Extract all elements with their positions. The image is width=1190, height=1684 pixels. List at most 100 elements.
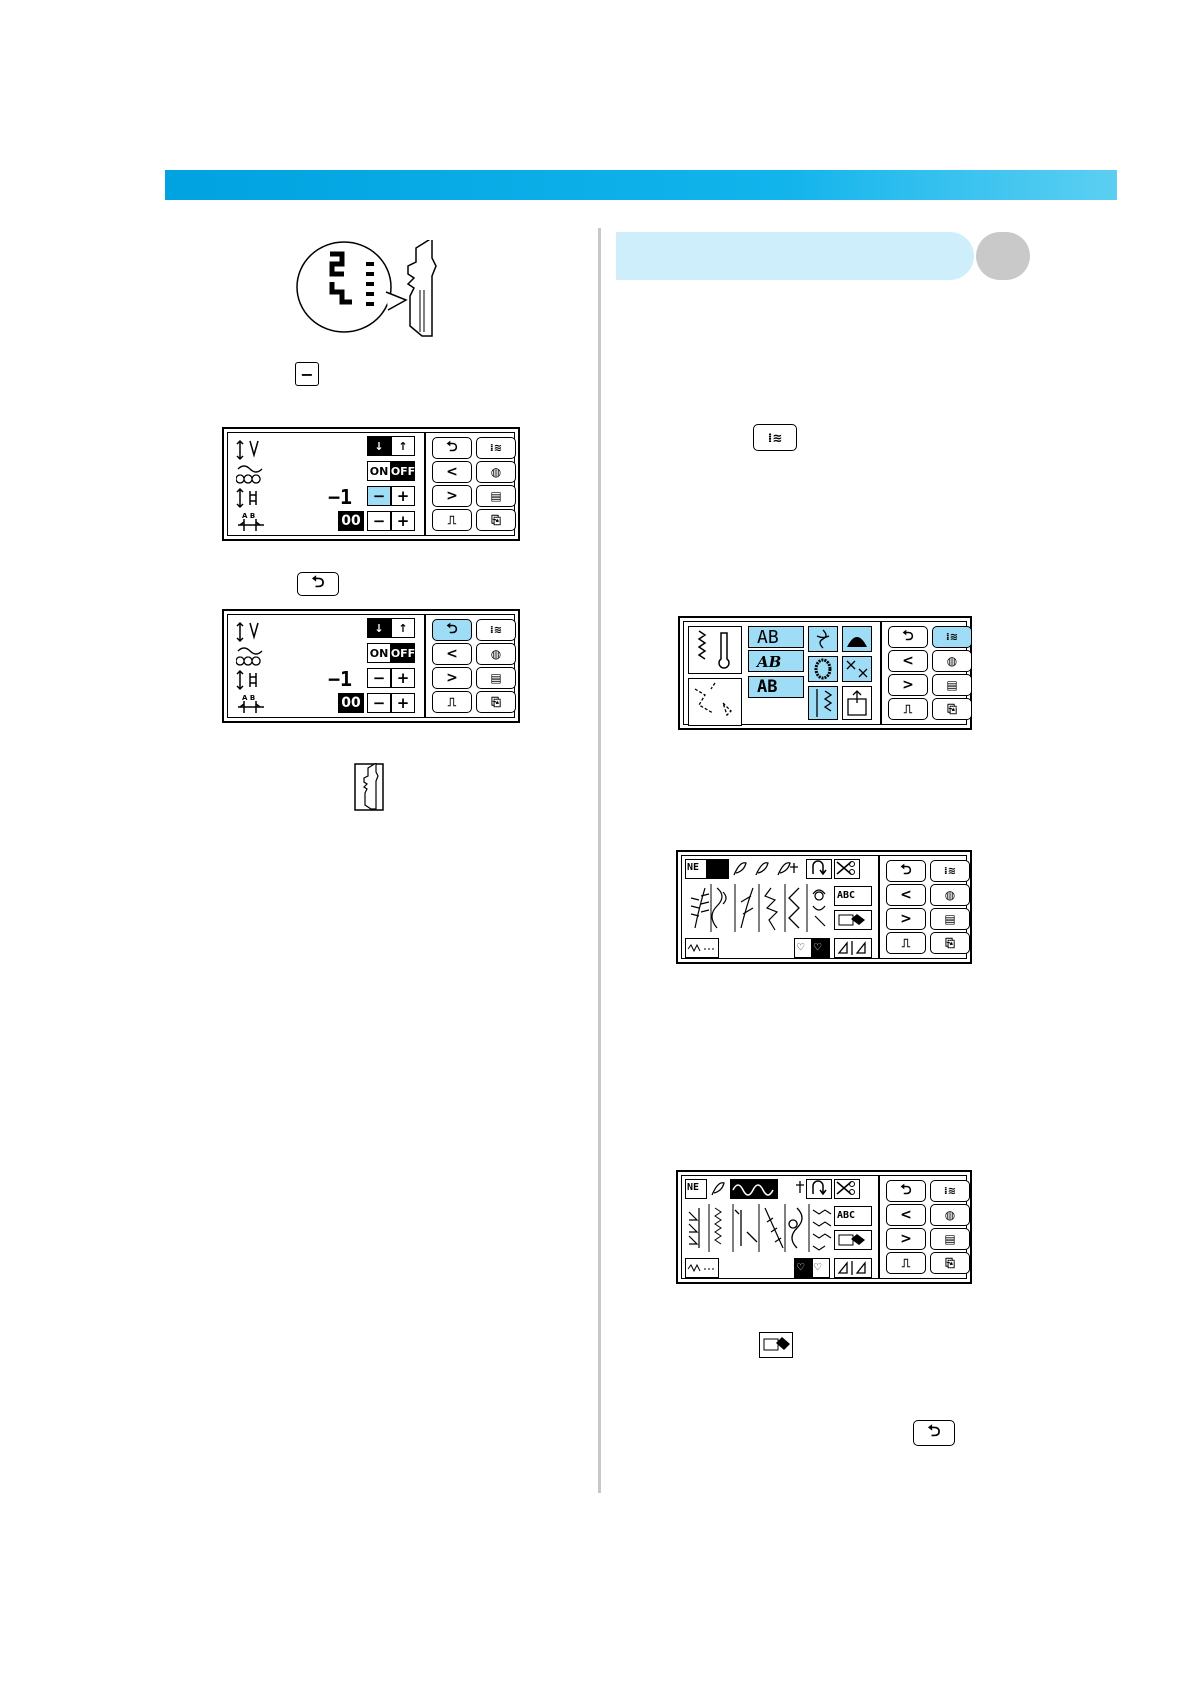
- satin-stitch-category[interactable]: [842, 626, 872, 652]
- alphabet-button[interactable]: ABC: [834, 1206, 872, 1226]
- mirror-button[interactable]: [834, 938, 872, 958]
- wave-tab-selected[interactable]: [730, 1179, 778, 1199]
- plus-button[interactable]: +: [391, 668, 415, 688]
- spacing-minus-button[interactable]: −: [367, 511, 391, 531]
- utility-decorative-category[interactable]: [808, 686, 838, 720]
- needle-down-button[interactable]: ↓: [367, 436, 391, 456]
- back-key-icon[interactable]: ⮌: [297, 572, 339, 596]
- stitch-pattern-key[interactable]: ⁞≋: [930, 860, 970, 882]
- stitch-preview-button[interactable]: [685, 938, 719, 958]
- stitch-pattern-key[interactable]: ⁞≋: [930, 1180, 970, 1202]
- previous-page-key[interactable]: <: [432, 461, 472, 483]
- alphabet-gothic-category[interactable]: AB: [748, 626, 804, 648]
- previous-page-key[interactable]: <: [886, 884, 926, 906]
- satin-circle-category[interactable]: [808, 656, 838, 682]
- reverse-button[interactable]: [806, 859, 832, 879]
- memory-key[interactable]: ▤: [476, 667, 516, 689]
- thread-cut-button[interactable]: [834, 1179, 860, 1199]
- needle-mode-button[interactable]: NE: [685, 859, 707, 879]
- stitch-pattern-key[interactable]: ⁞≋: [476, 437, 516, 459]
- settings-key[interactable]: ⎘: [476, 691, 516, 713]
- mirror-button[interactable]: [834, 1258, 872, 1278]
- stitch-pattern-key-icon[interactable]: ⁞≋: [753, 424, 797, 451]
- thread-cut-button[interactable]: [834, 859, 860, 879]
- back-key[interactable]: ⮌: [886, 1180, 926, 1202]
- spacing-icon: A B: [238, 694, 264, 713]
- sew-mode-key-icon[interactable]: [759, 1332, 793, 1358]
- back-key[interactable]: ⮌: [886, 860, 926, 882]
- next-page-key[interactable]: >: [888, 674, 928, 696]
- alphabet-button[interactable]: ABC: [834, 886, 872, 906]
- my-custom-stitch-category[interactable]: [688, 678, 742, 726]
- needle-up-button[interactable]: ↑: [391, 436, 415, 456]
- presser-foot-key[interactable]: ⎍: [888, 698, 928, 720]
- presser-foot-key[interactable]: ⎍: [886, 1252, 926, 1274]
- pocket-icon: [847, 690, 867, 716]
- cross-stitch-category[interactable]: [842, 656, 872, 682]
- utility-stitch-category[interactable]: [688, 626, 742, 674]
- sew-mode-button[interactable]: [834, 910, 872, 930]
- needle-up-button[interactable]: ↑: [391, 618, 415, 638]
- back-key-selected[interactable]: ⮌: [432, 619, 472, 641]
- previous-page-key[interactable]: <: [886, 1204, 926, 1226]
- presser-foot-key[interactable]: ⎍: [432, 509, 472, 531]
- heart-outline-button[interactable]: ♡: [794, 938, 812, 958]
- minus-button-selected[interactable]: −: [367, 486, 391, 506]
- minus-button[interactable]: −: [367, 668, 391, 688]
- memory-key[interactable]: ▤: [930, 1228, 970, 1250]
- heart-double-button[interactable]: ♡: [812, 1258, 830, 1278]
- alphabet-script-category[interactable]: AB: [748, 650, 804, 672]
- needle-mode-button[interactable]: NE: [685, 1179, 707, 1199]
- on-button[interactable]: ON: [367, 461, 391, 481]
- stitch-pattern-key-selected[interactable]: ⁞≋: [932, 626, 972, 648]
- stitch-length-icon: [236, 487, 257, 509]
- back-key[interactable]: ⮌: [432, 437, 472, 459]
- reverse-button[interactable]: [806, 1179, 832, 1199]
- memory-key[interactable]: ▤: [932, 674, 972, 696]
- next-page-key[interactable]: >: [886, 908, 926, 930]
- memory-key[interactable]: ▤: [930, 908, 970, 930]
- decorative-stitch-category[interactable]: [808, 626, 838, 652]
- flower-stitch-icon: [816, 629, 830, 649]
- needle-down-button[interactable]: ↓: [367, 618, 391, 638]
- presser-foot-key[interactable]: ⎍: [886, 932, 926, 954]
- stitch-preview-button[interactable]: [685, 1258, 719, 1278]
- previous-page-key[interactable]: <: [888, 650, 928, 672]
- help-key[interactable]: ◍: [476, 461, 516, 483]
- alphabet-outline-category[interactable]: AB: [748, 676, 804, 698]
- memory-key[interactable]: ▤: [476, 485, 516, 507]
- off-button[interactable]: OFF: [391, 643, 415, 663]
- plus-button[interactable]: +: [391, 486, 415, 506]
- help-key[interactable]: ◍: [476, 643, 516, 665]
- stitch-tab-selected[interactable]: [707, 859, 729, 879]
- sew-mode-button[interactable]: [834, 1230, 872, 1250]
- help-key[interactable]: ◍: [932, 650, 972, 672]
- settings-key[interactable]: ⎘: [932, 698, 972, 720]
- next-page-key[interactable]: >: [432, 667, 472, 689]
- decorative-pattern-grid: [688, 1204, 832, 1252]
- heart-outline-button-selected[interactable]: ♡: [794, 1258, 812, 1278]
- eraser-icon: [838, 914, 865, 926]
- spacing-plus-button[interactable]: +: [391, 511, 415, 531]
- spacing-plus-button[interactable]: +: [391, 693, 415, 713]
- presser-foot-key[interactable]: ⎍: [432, 691, 472, 713]
- next-page-key[interactable]: >: [432, 485, 472, 507]
- off-button[interactable]: OFF: [391, 461, 415, 481]
- heart-double-button[interactable]: ♡: [812, 938, 830, 958]
- settings-key[interactable]: ⎘: [476, 509, 516, 531]
- lcd-frame: NE ABC ♡ ♡ ⮌ ⁞≋ < ◍ > ▤ ⎍ ⎘: [681, 855, 970, 959]
- spacing-minus-button[interactable]: −: [367, 693, 391, 713]
- settings-key[interactable]: ⎘: [930, 1252, 970, 1274]
- next-page-key[interactable]: >: [886, 1228, 926, 1250]
- minus-key-icon[interactable]: −: [295, 362, 319, 386]
- on-button[interactable]: ON: [367, 643, 391, 663]
- back-key[interactable]: ⮌: [888, 626, 928, 648]
- back-key-icon-bottom[interactable]: ⮌: [913, 1420, 955, 1446]
- stitch-pattern-key[interactable]: ⁞≋: [476, 619, 516, 641]
- previous-page-key[interactable]: <: [432, 643, 472, 665]
- settings-key[interactable]: ⎘: [930, 932, 970, 954]
- memory-recall-category[interactable]: [842, 686, 872, 720]
- mirror-icon: [837, 941, 866, 955]
- help-key[interactable]: ◍: [930, 1204, 970, 1226]
- help-key[interactable]: ◍: [930, 884, 970, 906]
